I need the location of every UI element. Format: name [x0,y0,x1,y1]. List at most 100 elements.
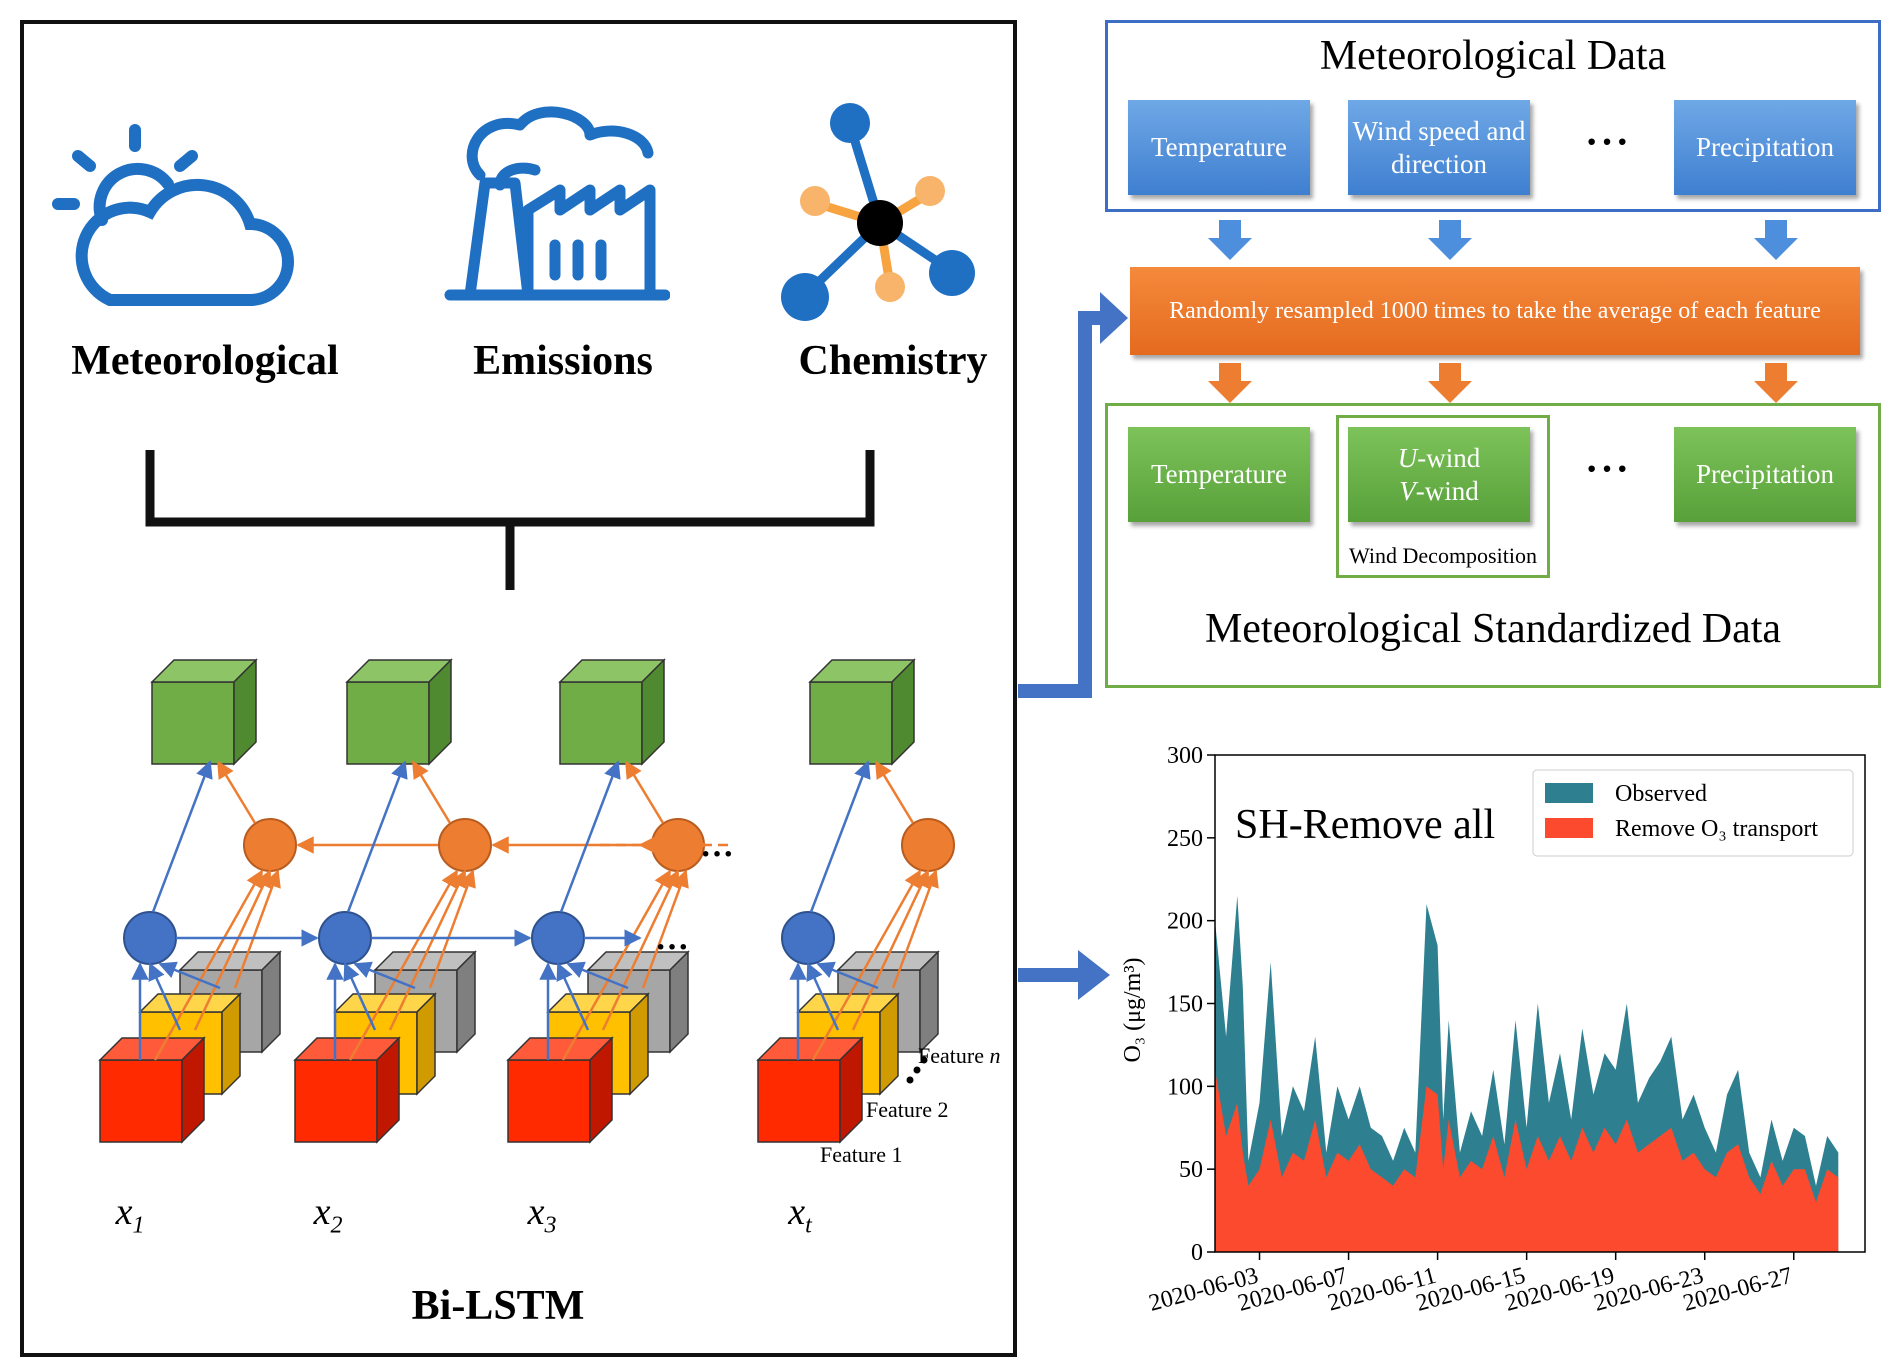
arrow-forward-to-output-t2 [346,760,408,913]
met-wind-box: Wind speed and direction [1348,100,1530,195]
resample-step: Randomly resampled 1000 times to take th… [1130,267,1860,355]
standardized-data-box [1105,403,1881,688]
arrow-resample-to-std-1 [1428,363,1472,403]
feature-n-label: Feature n [918,1043,1001,1068]
ytick-label: 150 [1167,992,1203,1018]
ytick-label: 250 [1167,826,1203,852]
arrow-resample-to-std-0 [1208,363,1252,403]
arrow-input-forward-t1-1 [148,962,182,1031]
chemistry-label: Chemistry [798,338,988,384]
backward-ellipsis: ··· [700,836,734,873]
arrow-input-forward-tt-1 [806,962,840,1031]
feature-cube-1-t1 [98,1036,206,1144]
wind-decomposition-group [1336,415,1550,578]
arrow-forward-to-output-t3 [559,760,621,913]
arrow-input-backward-tt-2 [891,869,939,989]
backward-lstm-node-t2 [438,818,492,872]
feature-dot [906,1076,914,1084]
ytick-label: 200 [1167,909,1203,935]
forward-lstm-node-t3 [531,911,585,965]
arrow-input-backward-tt-0 [811,869,922,1061]
arrow-backward-to-output-t3 [624,760,665,824]
factory-icon [444,106,670,301]
legend-swatch-observed [1545,783,1593,803]
meteorological-data-title: Meteorological Data [1319,33,1667,79]
meteorological-label: Meteorological [71,338,339,384]
feature-1-label: Feature 1 [820,1142,903,1167]
forward-lstm-node-t1 [123,911,177,965]
arrow-input-backward-t3-2 [641,869,689,989]
arrow-input-backward-t1-0 [153,869,264,1061]
merge-bracket [145,450,875,590]
panel-connector-arrows [1018,292,1128,1000]
met-precipitation-box: Precipitation [1674,100,1856,195]
input-label-xt: xt [788,1191,812,1239]
output-cube-t3 [558,658,666,766]
arrow-input-backward-t2-1 [388,869,467,1031]
output-cube-tt [808,658,916,766]
ytick-label: 50 [1179,1157,1203,1183]
standardized-data-title: Meteorological Standardized Data [1204,606,1782,652]
arrow-input-forward-tt-2 [816,961,879,990]
input-label-x2: x2 [313,1191,343,1239]
arrow-met-to-resample-2 [1754,220,1798,260]
forward-lstm-node-t2 [318,911,372,965]
ytick-label: 0 [1191,1240,1203,1266]
std-wind-box: U-wind V-wind [1348,427,1530,522]
feature-cube-1-tt [756,1036,864,1144]
std-precipitation-box: Precipitation [1674,427,1856,522]
output-cube-t1 [150,658,258,766]
arrow-met-to-resample-1 [1428,220,1472,260]
chart-ylabel: O₃ (μg/m³) [1120,957,1146,1062]
series-area-removed [1215,1069,1839,1252]
forward-lstm-node-tt [781,911,835,965]
feature-dot [920,1056,928,1064]
arrow-input-forward-t2-2 [353,961,416,990]
arrow-input-forward-t2-1 [343,962,377,1031]
arrow-input-backward-t1-2 [233,869,281,989]
feature-cube-1-t3 [506,1036,614,1144]
input-label-x1: x1 [115,1191,145,1239]
legend-label-removed: Remove O₃ transport [1615,816,1818,842]
met-ellipsis: ··· [1585,119,1632,164]
flow-arrows [1208,220,1798,403]
arrow-input-backward-t2-2 [428,869,476,989]
arrow-input-backward-t3-0 [561,869,672,1061]
weather-cloud-sun-icon [52,124,294,306]
arrow-input-backward-t1-1 [193,869,272,1031]
ytick-label: 300 [1167,743,1203,769]
arrow-input-forward-t3-2 [566,961,629,990]
bilstm-network-diagram: ······ [98,658,955,1144]
arrow-backward-to-output-t2 [411,760,452,824]
molecule-icon [781,103,975,321]
arrow-forward-to-output-t1 [151,760,213,913]
backward-lstm-node-tt [901,818,955,872]
legend-swatch-removed [1545,818,1593,838]
legend-label-observed: Observed [1615,781,1707,807]
arrow-backward-to-output-tt [874,760,915,824]
input-label-x3: x3 [527,1191,557,1239]
std-temperature-box: Temperature [1128,427,1310,522]
bilstm-label: Bi-LSTM [411,1283,585,1329]
arrow-resample-to-std-2 [1754,363,1798,403]
chart-title: SH-Remove all [1235,802,1495,848]
std-ellipsis: ··· [1585,446,1632,491]
feature-2-label: Feature 2 [866,1097,949,1122]
feature-cube-1-t2 [293,1036,401,1144]
arrow-forward-to-output-tt [809,760,871,913]
feature-dot [913,1066,921,1074]
arrow-input-backward-t2-0 [348,869,459,1061]
arrow-met-to-resample-0 [1208,220,1252,260]
output-cube-t2 [345,658,453,766]
backward-lstm-node-t1 [243,818,297,872]
emissions-label: Emissions [473,338,653,384]
met-temperature-box: Temperature [1128,100,1310,195]
meteorological-data-box [1105,20,1881,212]
arrow-input-forward-t1-2 [158,961,221,990]
arrow-input-backward-tt-1 [851,869,930,1031]
wind-decomposition-label: Wind Decomposition [1349,543,1537,568]
chart-legend: Observed Remove O₃ transport [1532,769,1854,857]
arrow-input-forward-t3-1 [556,962,590,1031]
arrow-input-backward-t3-1 [601,869,680,1031]
